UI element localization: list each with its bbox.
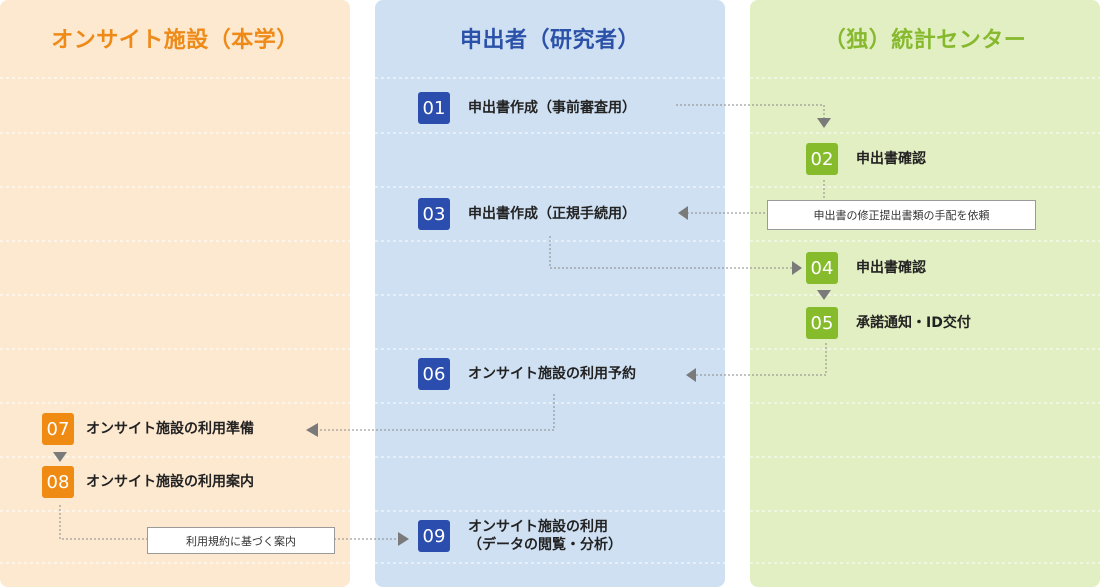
lane-applicant: 申出者（研究者） <box>375 0 725 587</box>
step-label: オンサイト施設の利用予約 <box>468 366 636 382</box>
step-label: 申出書作成（事前審査用） <box>468 100 636 116</box>
lane-onsite-facility: オンサイト施設（本学） <box>0 0 350 587</box>
step-06: 06 オンサイト施設の利用予約 <box>418 358 636 390</box>
step-label-line2: （データの閲覧・分析） <box>468 537 622 553</box>
step-03: 03 申出書作成（正規手続用） <box>418 198 636 230</box>
step-number-badge: 06 <box>418 358 450 390</box>
step-label: オンサイト施設の利用案内 <box>86 474 254 490</box>
step-label-line1: オンサイト施設の利用 <box>468 519 608 535</box>
lane-statistics-center: （独）統計センター <box>750 0 1100 587</box>
step-01: 01 申出書作成（事前審査用） <box>418 92 636 124</box>
step-label: オンサイト施設の利用準備 <box>86 421 254 437</box>
step-number-badge: 07 <box>42 413 74 445</box>
note-revision-request: 申出書の修正提出書類の手配を依頼 <box>767 200 1036 230</box>
step-09: 09 オンサイト施設の利用 （データの閲覧・分析） <box>418 518 622 554</box>
step-label: 申出書確認 <box>856 260 926 276</box>
step-number-badge: 03 <box>418 198 450 230</box>
step-04: 04 申出書確認 <box>806 252 926 284</box>
step-label: 承諾通知・ID交付 <box>856 315 971 331</box>
step-label: オンサイト施設の利用 （データの閲覧・分析） <box>468 518 622 554</box>
step-number-badge: 04 <box>806 252 838 284</box>
lane-title-center: （独）統計センター <box>823 28 1027 53</box>
note-terms-guide: 利用規約に基づく案内 <box>147 527 335 554</box>
step-07: 07 オンサイト施設の利用準備 <box>42 413 254 445</box>
step-label: 申出書確認 <box>856 151 926 167</box>
step-number-badge: 08 <box>42 466 74 498</box>
step-number-badge: 05 <box>806 307 838 339</box>
step-label: 申出書作成（正規手続用） <box>468 206 636 222</box>
lane-title-applicant: 申出者（研究者） <box>459 28 640 53</box>
step-number-badge: 09 <box>418 520 450 552</box>
step-number-badge: 01 <box>418 92 450 124</box>
step-02: 02 申出書確認 <box>806 143 926 175</box>
step-08: 08 オンサイト施設の利用案内 <box>42 466 254 498</box>
step-number-badge: 02 <box>806 143 838 175</box>
step-05: 05 承諾通知・ID交付 <box>806 307 971 339</box>
lane-title-facility: オンサイト施設（本学） <box>51 28 299 53</box>
